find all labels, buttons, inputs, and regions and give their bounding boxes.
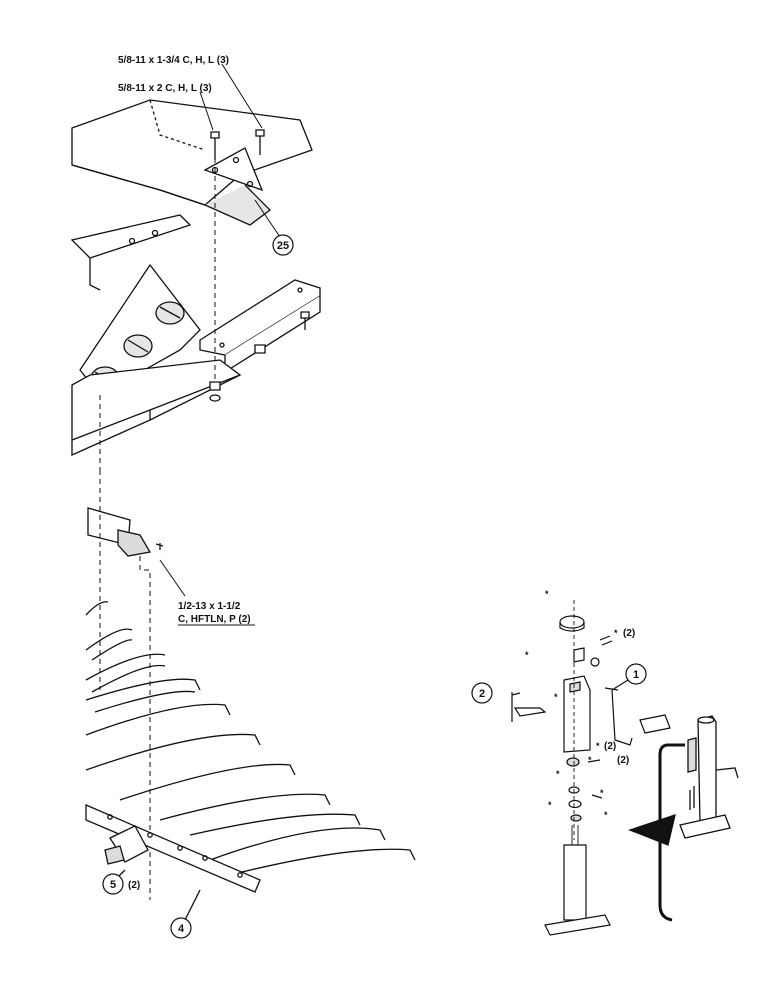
callout-2: 2 [471,682,493,704]
svg-text:*: * [588,755,592,765]
callout-1: 1 [625,663,647,685]
svg-text:*: * [600,788,604,798]
svg-text:*: * [554,692,558,702]
tine-rack [85,601,416,921]
asterisk-markers: * * * * * * * * * * [525,589,618,820]
callout-4: 4 [170,917,192,939]
qty-label-mid: (2) [604,741,616,752]
bolt-mid-label-line2: C, HFTLN, P (2) [178,614,251,625]
callout-4-label: 4 [178,923,185,935]
callout-5-qty: (2) [128,880,140,891]
bolt-mid-label-line1: 1/2-13 x 1-1/2 [178,601,241,612]
tube-cap-assembly [87,470,186,900]
jack-stand-exploded [511,600,671,936]
callout-25-label: 25 [277,240,289,252]
svg-text:*: * [614,628,618,638]
callout-5: 5 (2) [102,873,140,895]
qty-label-top: (2) [623,628,635,639]
bolt-lower-label: 5/8-11 x 2 C, H, L (3) [118,83,212,94]
svg-text:*: * [596,741,600,751]
svg-text:*: * [548,800,552,810]
svg-text:*: * [545,589,549,599]
qty-label-low: (2) [617,755,629,766]
callout-1-label: 1 [633,669,639,681]
bolt-upper-label: 5/8-11 x 1-3/4 C, H, L (3) [118,55,229,66]
callout-5-label: 5 [110,879,116,891]
svg-text:*: * [556,769,560,779]
svg-text:*: * [604,810,608,820]
callout-2-label: 2 [479,688,485,700]
callout-25: 25 [272,234,294,256]
upper-frame-assembly [70,63,321,470]
svg-text:*: * [525,650,529,660]
assembled-jack-view [628,715,739,922]
